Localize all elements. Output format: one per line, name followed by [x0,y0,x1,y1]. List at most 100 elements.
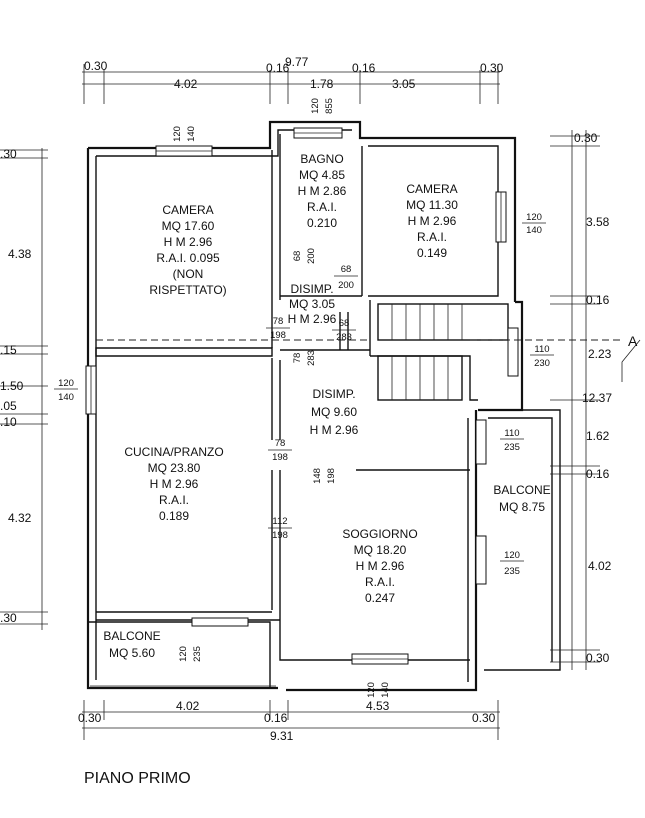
opening-1-bot: 140 [186,126,197,142]
right-dimensions: 0.30 3.58 0.16 2.23 12.37 1.62 0.16 4.02… [574,131,612,665]
door-cucina2-198: 198 [272,452,288,463]
dim-bottom-1: 0.30 [78,711,102,725]
room-cucina-h: H M 2.96 [150,477,199,491]
room-disimp1-name: DISIMP. [290,282,333,296]
dim-right-6: 1.62 [586,429,610,443]
room-cucina-pranzo: CUCINA/PRANZO MQ 23.80 H M 2.96 R.A.I. 0… [124,445,223,523]
door-cucina-78: 78 [292,353,303,364]
opening-4-top: 120 [58,378,74,389]
dim-bottom-2: 4.02 [176,699,200,713]
plan-title: PIANO PRIMO [84,770,191,787]
opening-5-bot: 230 [534,358,550,369]
room-camera2-rai-label: R.A.I. [417,230,447,244]
dim-right-8: 4.02 [588,559,612,573]
room-balcone1-name: BALCONE [493,483,550,497]
room-soggiorno-rai-label: R.A.I. [365,575,395,589]
dim-left-1: .30 [0,147,17,161]
room-camera1-h: H M 2.96 [164,235,213,249]
opening-8-top: 120 [178,646,189,662]
opening-2-bot: 855 [324,98,335,114]
opening-labels: 120 140 120 855 120 140 120 140 110 230 … [54,98,554,698]
door-camera2-200: 200 [338,280,354,291]
room-balcone1-mq: MQ 8.75 [499,500,545,514]
room-bagno: BAGNO MQ 4.85 H M 2.86 R.A.I. 0.210 [298,152,347,230]
dim-right-1: 0.30 [574,131,598,145]
room-disimp1-h: H M 2.96 [288,312,337,326]
opening-6-top: 110 [504,428,519,439]
opening-1-top: 120 [172,126,183,142]
room-balcone2-mq: MQ 5.60 [109,646,155,660]
room-disimp-1: DISIMP. MQ 3.05 H M 2.96 [288,282,337,326]
opening-2-top: 120 [310,98,321,114]
room-cucina-mq: MQ 23.80 [148,461,201,475]
room-cucina-rai: 0.189 [159,509,189,523]
dimension-lines [0,64,600,740]
room-camera1-rai: R.A.I. 0.095 [156,251,220,265]
room-camera2-rai: 0.149 [417,246,447,260]
windows [85,127,519,665]
opening-5-top: 110 [534,344,549,355]
door-opening-112: 112 [272,516,287,527]
room-soggiorno-rai: 0.247 [365,591,395,605]
door-cucina2-78: 78 [275,438,286,449]
opening-3-bot: 140 [526,225,542,236]
dim-left-4: 1.50 [0,379,24,393]
room-camera2-h: H M 2.96 [408,214,457,228]
dim-left-8: .30 [0,611,17,625]
room-balcone-2: BALCONE MQ 5.60 [103,629,160,660]
room-cucina-name: CUCINA/PRANZO [124,445,223,459]
door-soggiorno-148: 148 [312,468,323,484]
door-cucina-283: 283 [306,350,317,366]
dim-bottom-3: 0.16 [264,711,288,725]
room-soggiorno: SOGGIORNO MQ 18.20 H M 2.96 R.A.I. 0.247 [342,527,417,605]
room-camera1-mq: MQ 17.60 [162,219,215,233]
opening-7-top: 120 [504,550,520,561]
room-cucina-rai-label: R.A.I. [159,493,189,507]
opening-3-top: 120 [526,212,542,223]
opening-8-bot: 235 [192,646,203,662]
room-camera2-mq: MQ 11.30 [406,198,458,212]
dim-right-5: 12.37 [582,391,612,405]
door-opening-198: 198 [272,530,288,541]
door-camera1-198: 198 [270,330,286,341]
door-soggiorno-198: 198 [326,468,337,484]
dim-top-1: 0.30 [84,59,108,73]
opening-9-bot: 140 [380,682,391,698]
dim-left-6: .10 [0,415,17,429]
dim-bottom-5: 0.30 [472,711,496,725]
room-camera-1: CAMERA MQ 17.60 H M 2.96 R.A.I. 0.095 (N… [149,203,226,297]
room-disimp1-mq: MQ 3.05 [289,297,335,311]
staircase [377,303,509,401]
door-disimp-283: 283 [336,332,352,343]
opening-6-bot: 235 [504,442,520,453]
door-camera1-78: 78 [273,316,284,327]
dim-top-7: 0.30 [480,61,504,75]
room-camera-2: CAMERA MQ 11.30 H M 2.96 R.A.I. 0.149 [406,182,458,260]
dim-bottom-4: 4.53 [366,699,390,713]
door-bagno-68: 68 [292,251,303,262]
room-bagno-name: BAGNO [300,152,343,166]
room-soggiorno-mq: MQ 18.20 [354,543,407,557]
room-soggiorno-h: H M 2.96 [356,559,405,573]
room-balcone-1: BALCONE MQ 8.75 [493,483,550,514]
dim-left-5: .05 [0,399,17,413]
room-bagno-rai: 0.210 [307,216,337,230]
section-mark: A [628,333,638,349]
section-line-a: A [96,333,641,382]
door-bagno-200: 200 [306,248,317,264]
dim-top-4: 1.78 [310,77,334,91]
room-bagno-rai-label: R.A.I. [307,200,337,214]
dim-right-7: 0.16 [586,467,610,481]
room-disimp2-h: H M 2.96 [310,423,359,437]
dim-right-4: 2.23 [588,347,612,361]
room-disimp2-mq: MQ 9.60 [311,405,357,419]
dim-top-2: 4.02 [174,77,198,91]
room-disimp-2: DISIMP. MQ 9.60 H M 2.96 [310,387,359,437]
room-camera1-note2: RISPETTATO) [149,283,226,297]
room-balcone2-name: BALCONE [103,629,160,643]
dim-top-6: 3.05 [392,77,416,91]
dim-right-9: 0.30 [586,651,610,665]
opening-9-top: 120 [366,682,377,698]
room-camera1-name: CAMERA [162,203,213,217]
